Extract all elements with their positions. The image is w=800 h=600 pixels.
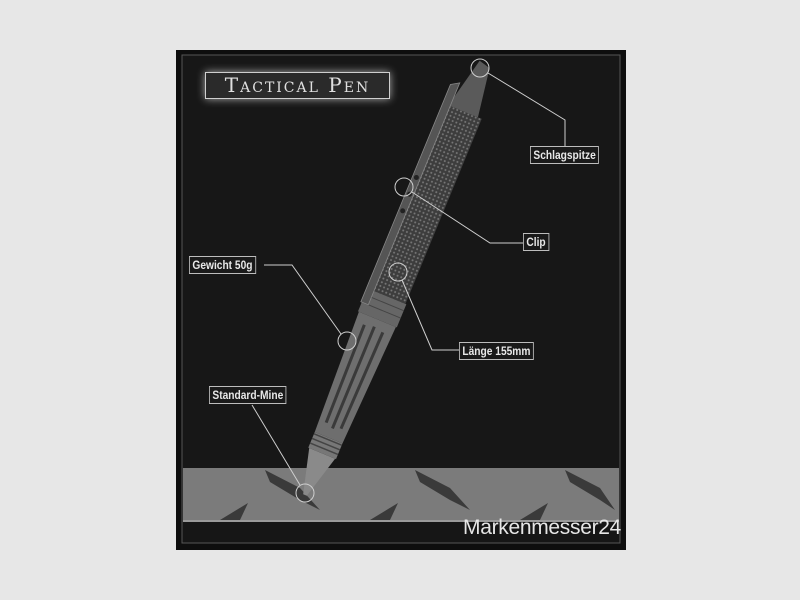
callout-weight: Gewicht 50g	[189, 256, 256, 274]
callout-strike-tip: Schlagspitze	[530, 146, 600, 164]
pen	[303, 60, 490, 496]
callout-lines	[251, 58, 566, 503]
brand-watermark: Markenmesser24	[463, 516, 622, 539]
title-badge: Tactical Pen	[205, 72, 390, 99]
callout-refill: Standard-Mine	[209, 386, 287, 404]
product-image	[176, 50, 626, 550]
callout-length: Länge 155mm	[459, 342, 534, 360]
tread-plate	[183, 468, 619, 542]
callout-clip: Clip	[523, 233, 550, 251]
